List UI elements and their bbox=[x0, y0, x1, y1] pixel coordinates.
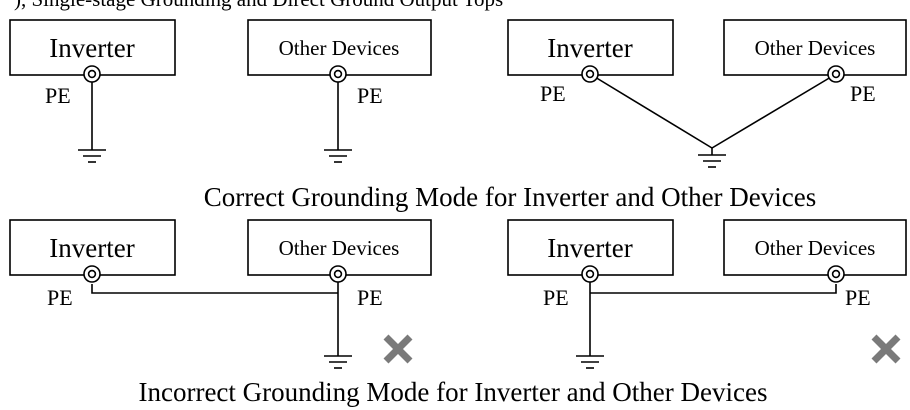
ground-symbol-icon bbox=[323, 355, 353, 369]
inverter-label: Inverter bbox=[49, 233, 134, 263]
pe-label: PE bbox=[47, 285, 73, 310]
cross-mark-icon bbox=[383, 334, 413, 364]
pe-terminal-icon bbox=[581, 265, 599, 283]
cross-mark-icon bbox=[871, 334, 901, 364]
pe-label: PE bbox=[45, 83, 71, 108]
ground-symbol-icon bbox=[323, 149, 353, 163]
other-devices-label: Other Devices bbox=[755, 236, 876, 260]
pe-terminal-icon bbox=[329, 265, 347, 283]
pe-terminal-icon bbox=[827, 65, 845, 83]
other-devices-label: Other Devices bbox=[755, 36, 876, 60]
ground-symbol-icon bbox=[697, 154, 727, 168]
ground-symbol-icon bbox=[575, 355, 605, 369]
pe-terminal-icon bbox=[581, 65, 599, 83]
pe-terminal-icon bbox=[83, 265, 101, 283]
other-devices-box bbox=[723, 19, 907, 76]
header-fragment: ), Single-stage Grounding and Direct Gro… bbox=[14, 0, 503, 11]
pe-label: PE bbox=[845, 285, 871, 310]
ground-symbol-icon bbox=[77, 149, 107, 163]
inverter-label: Inverter bbox=[49, 33, 134, 63]
other-devices-box bbox=[723, 219, 907, 276]
pe-wire bbox=[91, 284, 338, 294]
correct-caption: Correct Grounding Mode for Inverter and … bbox=[204, 182, 817, 212]
incorrect-right-diagram: Inverter Other Devices PE PE bbox=[507, 219, 907, 369]
pe-label: PE bbox=[540, 81, 566, 106]
pe-label: PE bbox=[850, 81, 876, 106]
pe-label: PE bbox=[357, 285, 383, 310]
incorrect-caption: Incorrect Grounding Mode for Inverter an… bbox=[138, 377, 767, 407]
pe-label: PE bbox=[357, 83, 383, 108]
pe-label: PE bbox=[543, 285, 569, 310]
pe-terminal-icon bbox=[329, 65, 347, 83]
correct-left-diagram: Inverter Other Devices PE PE bbox=[9, 19, 432, 163]
pe-terminal-icon bbox=[83, 65, 101, 83]
inverter-label: Inverter bbox=[547, 233, 632, 263]
correct-right-diagram: Inverter Other Devices PE PE bbox=[507, 19, 907, 168]
pe-wire bbox=[589, 73, 837, 149]
pe-wire bbox=[590, 284, 837, 294]
inverter-label: Inverter bbox=[547, 33, 632, 63]
other-devices-label: Other Devices bbox=[279, 236, 400, 260]
incorrect-left-diagram: Inverter Other Devices PE PE bbox=[9, 219, 432, 369]
pe-terminal-icon bbox=[827, 265, 845, 283]
other-devices-label: Other Devices bbox=[279, 36, 400, 60]
